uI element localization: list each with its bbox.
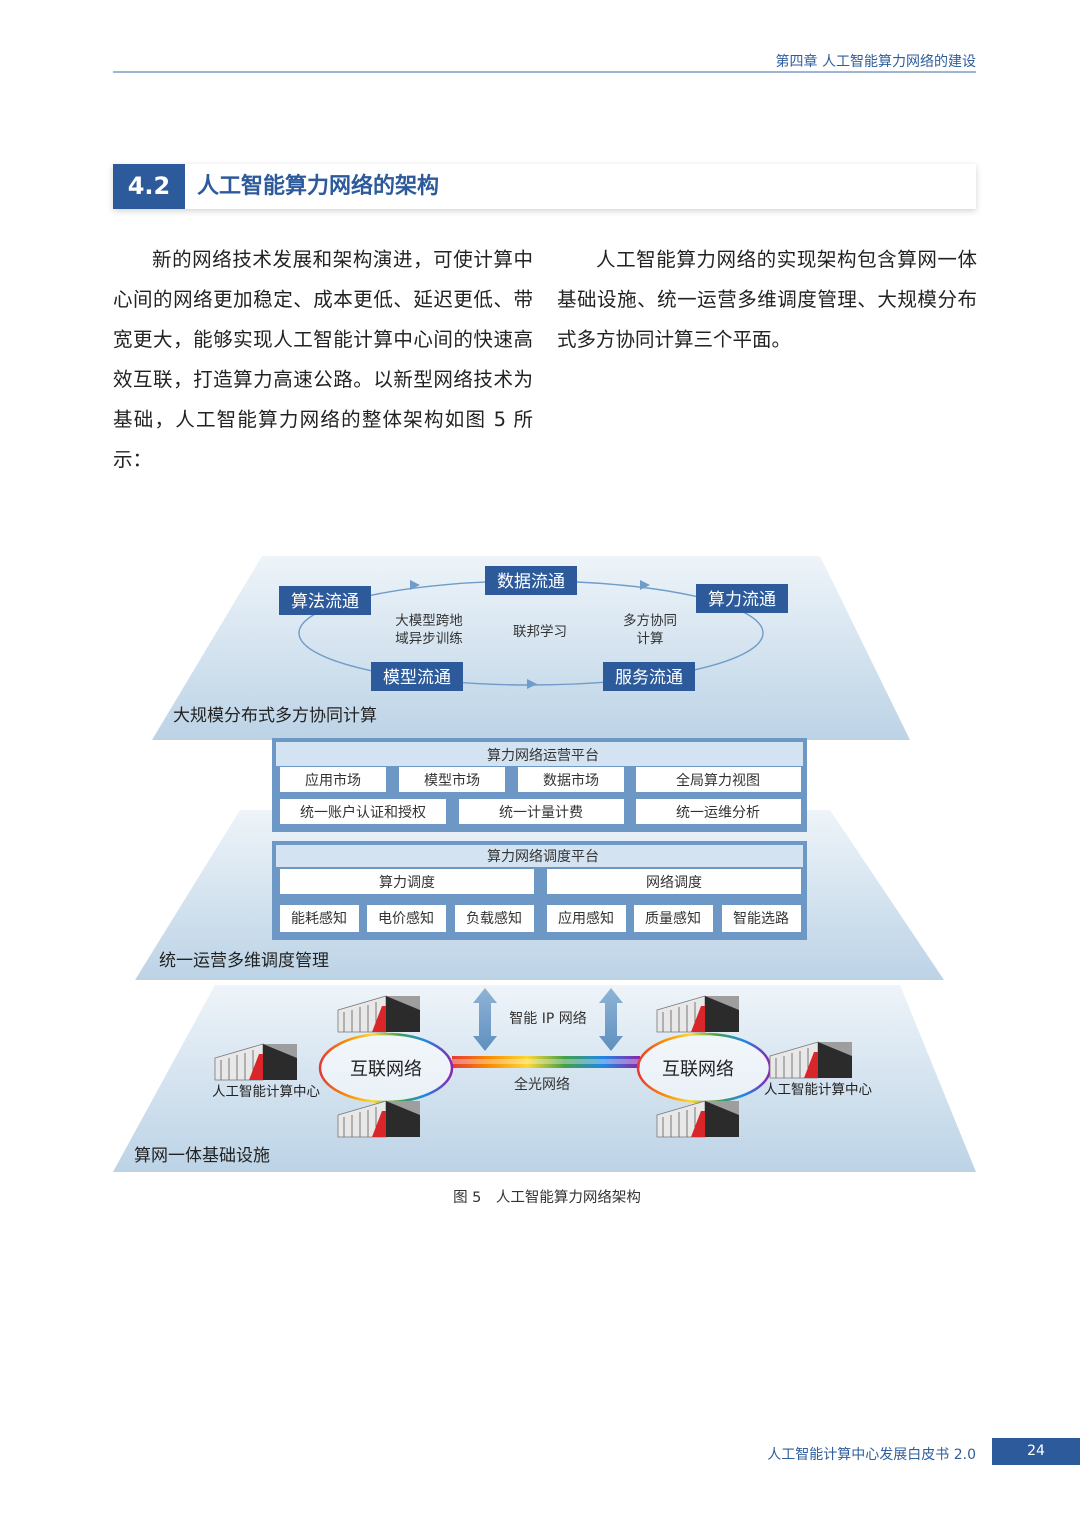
compute-scheduling-cell: 算力调度 (379, 875, 435, 891)
left-datacenter-label: 人工智能计算中心 (212, 1084, 320, 1100)
section-number: 4.2 (113, 164, 185, 209)
unified-auth-cell: 统一账户认证和授权 (300, 804, 426, 821)
model-flow-badge: 模型流通 (371, 662, 463, 691)
network-scheduling-cell: 网络调度 (646, 875, 702, 891)
scheduling-platform: 算力网络调度平台 算力调度 网络调度 能耗感知 电价感知 负载感知 应用感知 质… (272, 841, 807, 940)
computing-layer-label: 大规模分布式多方协同计算 (173, 706, 377, 726)
compute-flow-badge: 算力流通 (696, 584, 788, 613)
multiparty-note-line1: 多方协同 (623, 612, 677, 629)
section-heading: 4.2 人工智能算力网络的架构 (113, 164, 976, 209)
operations-platform-title: 算力网络运营平台 (487, 748, 599, 764)
figure-caption: 图 5 人工智能算力网络架构 (453, 1190, 641, 1206)
infrastructure-layer-plane (113, 985, 976, 1172)
flow-arrow-icon (527, 679, 537, 689)
model-market-cell: 模型市场 (424, 772, 480, 789)
body-paragraph-left: 新的网络技术发展和架构演进，可使计算中心间的网络更加稳定、成本更低、延迟更低、带… (113, 248, 533, 471)
up-down-arrow-icon (473, 988, 623, 1051)
optical-link-bar (452, 1056, 640, 1068)
algorithm-flow-label: 算法流通 (291, 592, 359, 612)
model-flow-label: 模型流通 (383, 668, 451, 688)
body-paragraph-right: 人工智能算力网络的实现架构包含算网一体基础设施、统一运营多维调度管理、大规模分布… (557, 248, 977, 351)
app-market-cell: 应用市场 (305, 772, 361, 789)
operations-platform: 算力网络运营平台 应用市场 模型市场 数据市场 全局算力视图 统一账户认证和授权… (272, 738, 807, 832)
management-layer-label: 统一运营多维调度管理 (159, 951, 329, 971)
page-number: 24 (992, 1438, 1080, 1465)
multiparty-note-line2: 计算 (637, 631, 664, 647)
compute-flow-label: 算力流通 (708, 590, 776, 610)
price-aware-cell: 电价感知 (378, 910, 434, 927)
data-flow-badge: 数据流通 (485, 566, 577, 595)
unified-ops-analysis-cell: 统一运维分析 (676, 805, 760, 821)
optical-network-label: 全光网络 (514, 1076, 570, 1093)
unified-billing-cell: 统一计量计费 (499, 805, 583, 821)
algorithm-flow-badge: 算法流通 (279, 586, 371, 615)
infrastructure-layer-label: 算网一体基础设施 (134, 1146, 270, 1166)
left-interconnect-label: 互联网络 (350, 1059, 422, 1080)
data-flow-label: 数据流通 (497, 572, 565, 592)
energy-aware-cell: 能耗感知 (291, 910, 347, 927)
header-divider (113, 71, 976, 73)
training-note-line2: 域异步训练 (395, 631, 463, 647)
right-interconnect-label: 互联网络 (662, 1059, 734, 1080)
quality-aware-cell: 质量感知 (645, 910, 701, 927)
section-title: 人工智能算力网络的架构 (197, 174, 440, 199)
service-flow-badge: 服务流通 (603, 662, 695, 691)
service-flow-label: 服务流通 (615, 668, 683, 688)
load-aware-cell: 负载感知 (466, 910, 522, 927)
flow-arrow-icon (410, 580, 420, 590)
chapter-header: 第四章 人工智能算力网络的建设 (775, 54, 976, 70)
flow-arrow-icon (640, 580, 650, 590)
federated-learning-note: 联邦学习 (513, 624, 567, 640)
app-aware-cell: 应用感知 (558, 910, 614, 927)
footer-title: 人工智能计算中心发展白皮书 2.0 (767, 1447, 976, 1463)
scheduling-platform-title: 算力网络调度平台 (487, 849, 599, 865)
data-market-cell: 数据市场 (543, 772, 599, 789)
global-compute-view-cell: 全局算力视图 (676, 772, 760, 789)
smart-routing-cell: 智能选路 (733, 911, 789, 927)
training-note-line1: 大模型跨地 (395, 613, 463, 629)
smart-ip-network-label: 智能 IP 网络 (509, 1011, 586, 1027)
right-datacenter-label: 人工智能计算中心 (764, 1082, 872, 1098)
